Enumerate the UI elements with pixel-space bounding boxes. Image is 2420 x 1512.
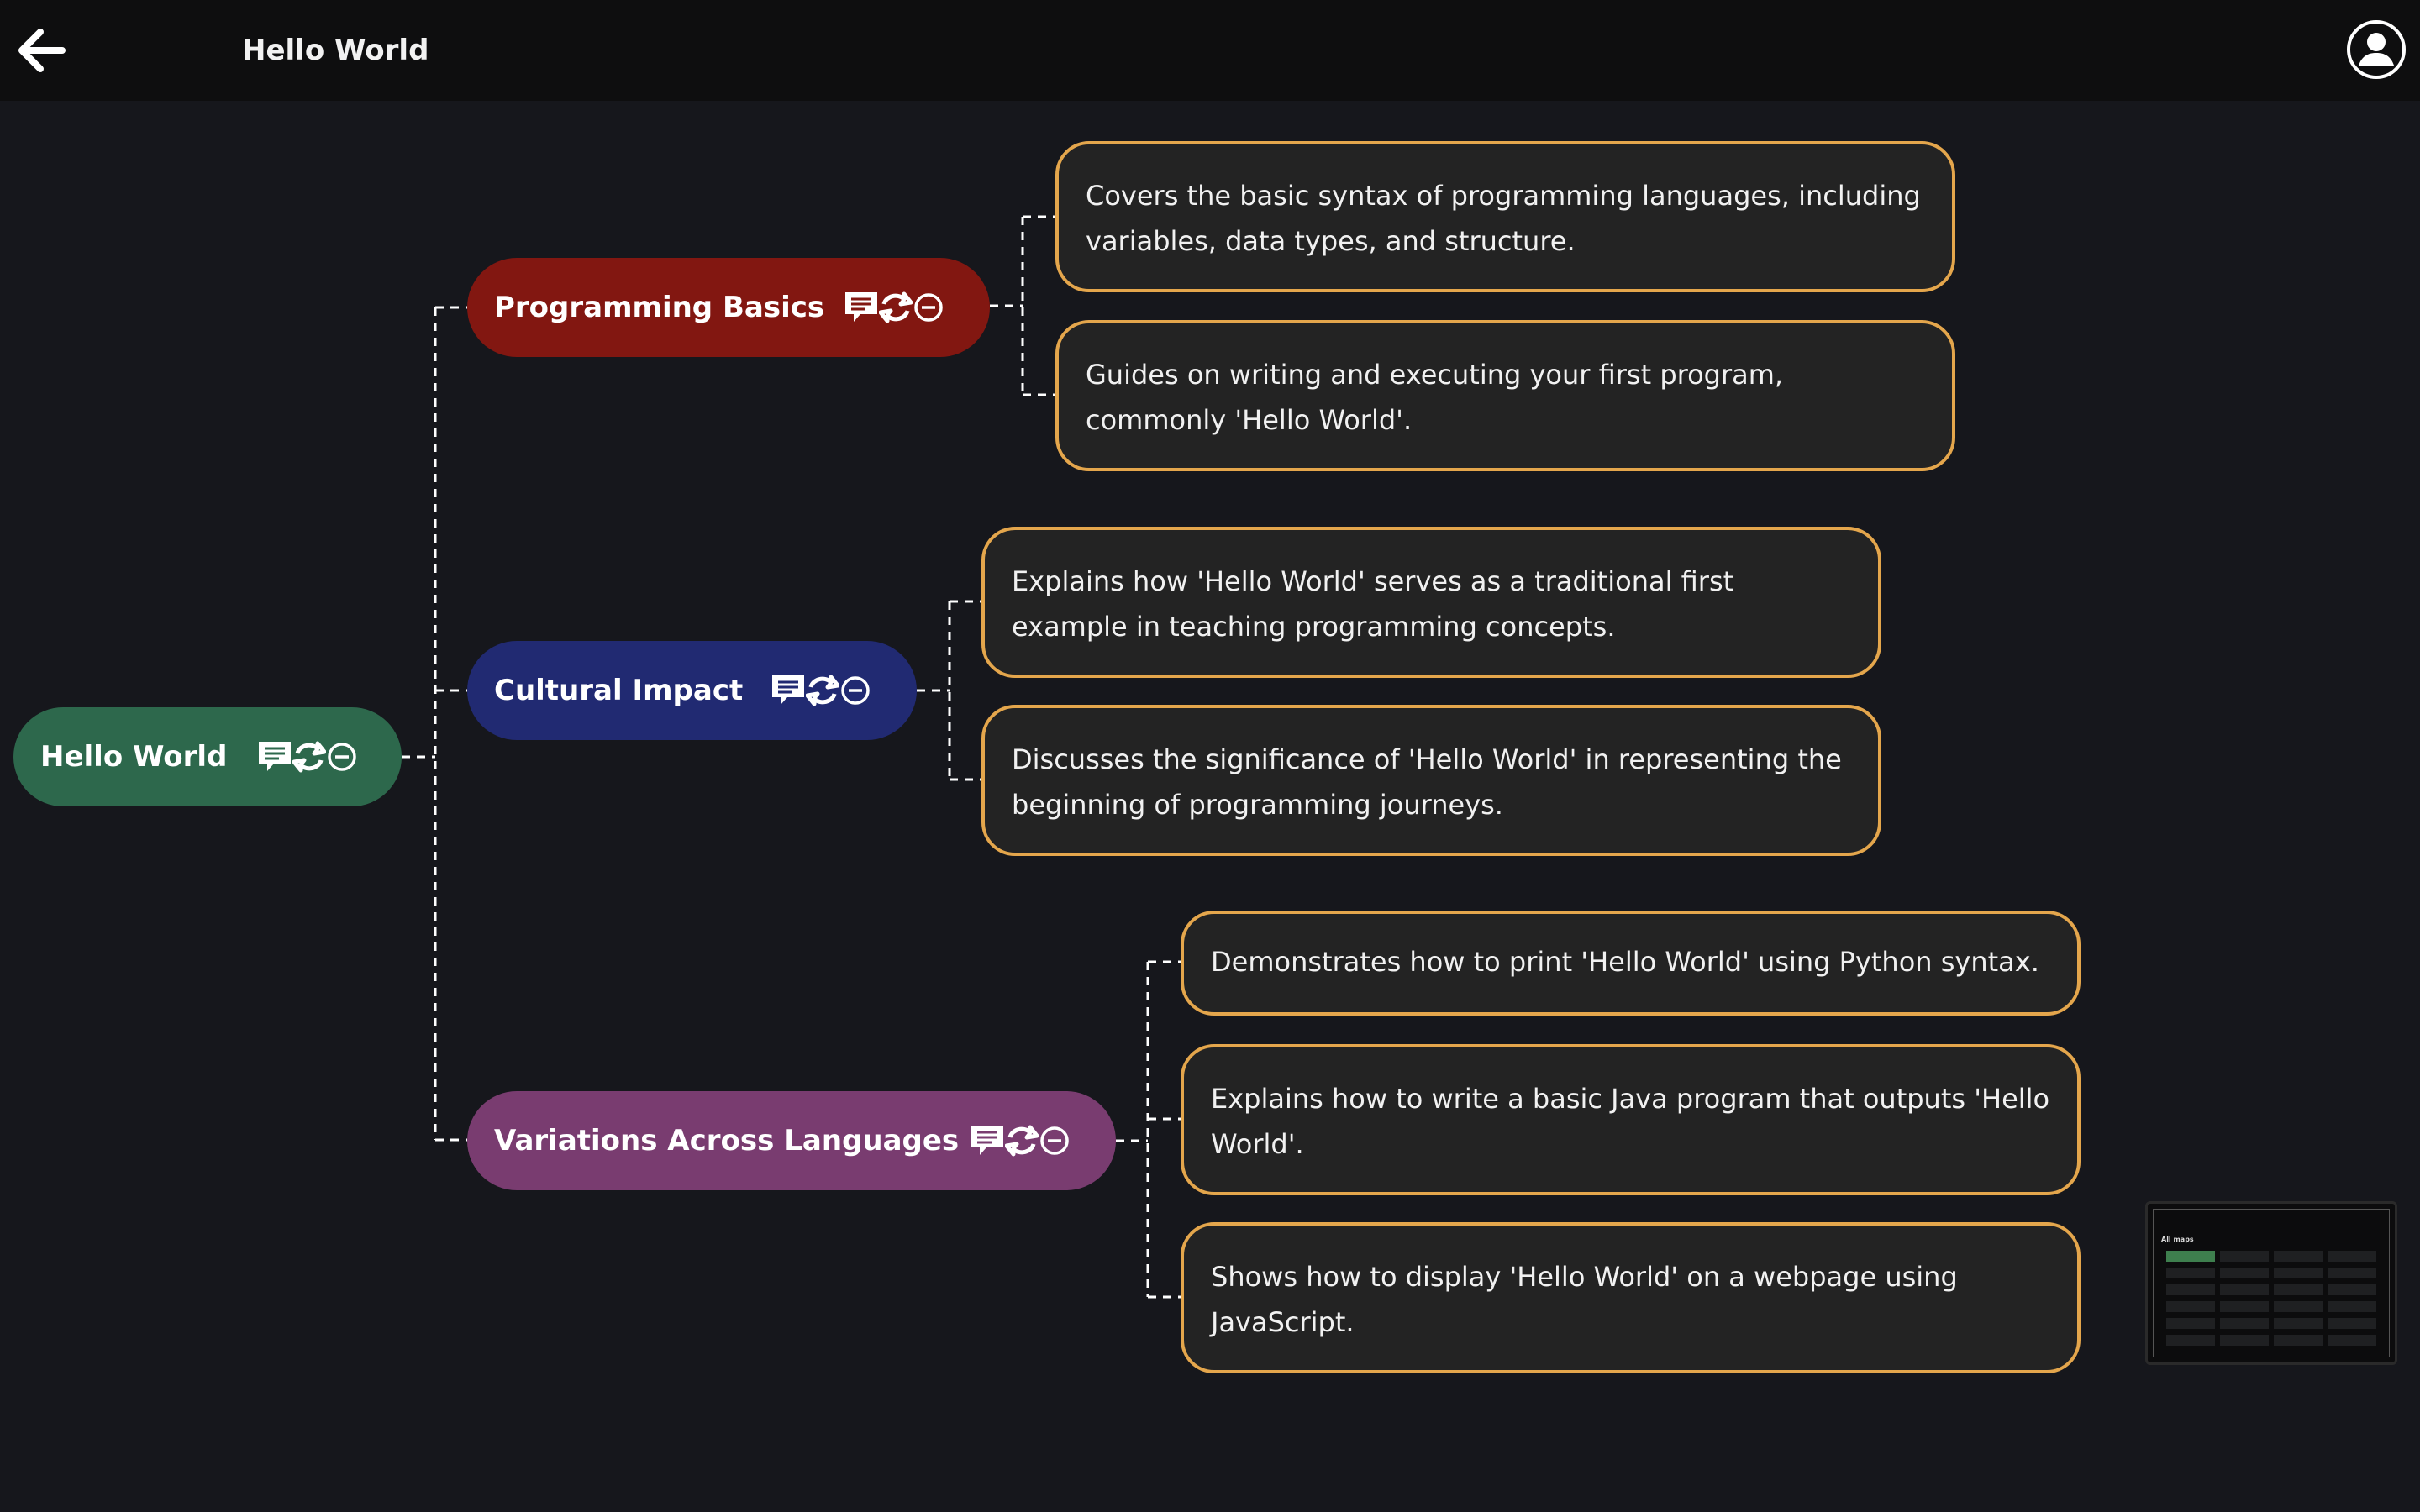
leaf-card[interactable]: Covers the basic syntax of programming l… <box>1055 141 1955 292</box>
minimap-frame <box>2153 1209 2390 1357</box>
leaf-card[interactable]: Explains how to write a basic Java progr… <box>1181 1044 2081 1195</box>
root-node[interactable]: Hello World <box>13 707 402 806</box>
leaf-card[interactable]: Guides on writing and executing your fir… <box>1055 320 1955 471</box>
leaf-card[interactable]: Discusses the significance of 'Hello Wor… <box>981 705 1881 856</box>
swap-icon[interactable] <box>292 740 326 774</box>
leaf-card[interactable]: Explains how 'Hello World' serves as a t… <box>981 527 1881 678</box>
profile-button[interactable] <box>2345 18 2407 81</box>
minimap-title: All maps <box>2161 1236 2194 1243</box>
minimap-preview[interactable]: All maps <box>2145 1201 2397 1365</box>
top-bar: Hello World <box>0 0 2420 101</box>
swap-icon[interactable] <box>806 674 839 707</box>
node-label: Programming Basics <box>494 291 825 324</box>
branch-node-cultural-impact[interactable]: Cultural Impact <box>467 641 917 740</box>
branch-node-programming-basics[interactable]: Programming Basics <box>467 258 990 357</box>
arrow-left-icon <box>18 29 66 72</box>
node-label: Variations Across Languages <box>494 1124 960 1158</box>
minus-circle-icon[interactable] <box>326 741 358 773</box>
minus-circle-icon[interactable] <box>839 675 871 706</box>
back-button[interactable] <box>15 24 71 77</box>
swap-icon[interactable] <box>879 291 913 324</box>
comment-icon[interactable] <box>844 291 879 324</box>
page-title: Hello World <box>242 34 429 67</box>
leaf-card[interactable]: Shows how to display 'Hello World' on a … <box>1181 1222 2081 1373</box>
leaf-card[interactable]: Demonstrates how to print 'Hello World' … <box>1181 911 2081 1016</box>
comment-icon[interactable] <box>771 674 806 707</box>
comment-icon[interactable] <box>970 1124 1005 1158</box>
branch-node-variations-across-languages[interactable]: Variations Across Languages <box>467 1091 1116 1190</box>
node-label: Hello World <box>40 740 228 774</box>
node-label: Cultural Impact <box>494 674 744 707</box>
comment-icon[interactable] <box>257 740 292 774</box>
minus-circle-icon[interactable] <box>913 291 944 323</box>
swap-icon[interactable] <box>1005 1124 1039 1158</box>
minus-circle-icon[interactable] <box>1039 1125 1071 1157</box>
user-circle-icon <box>2347 20 2406 79</box>
